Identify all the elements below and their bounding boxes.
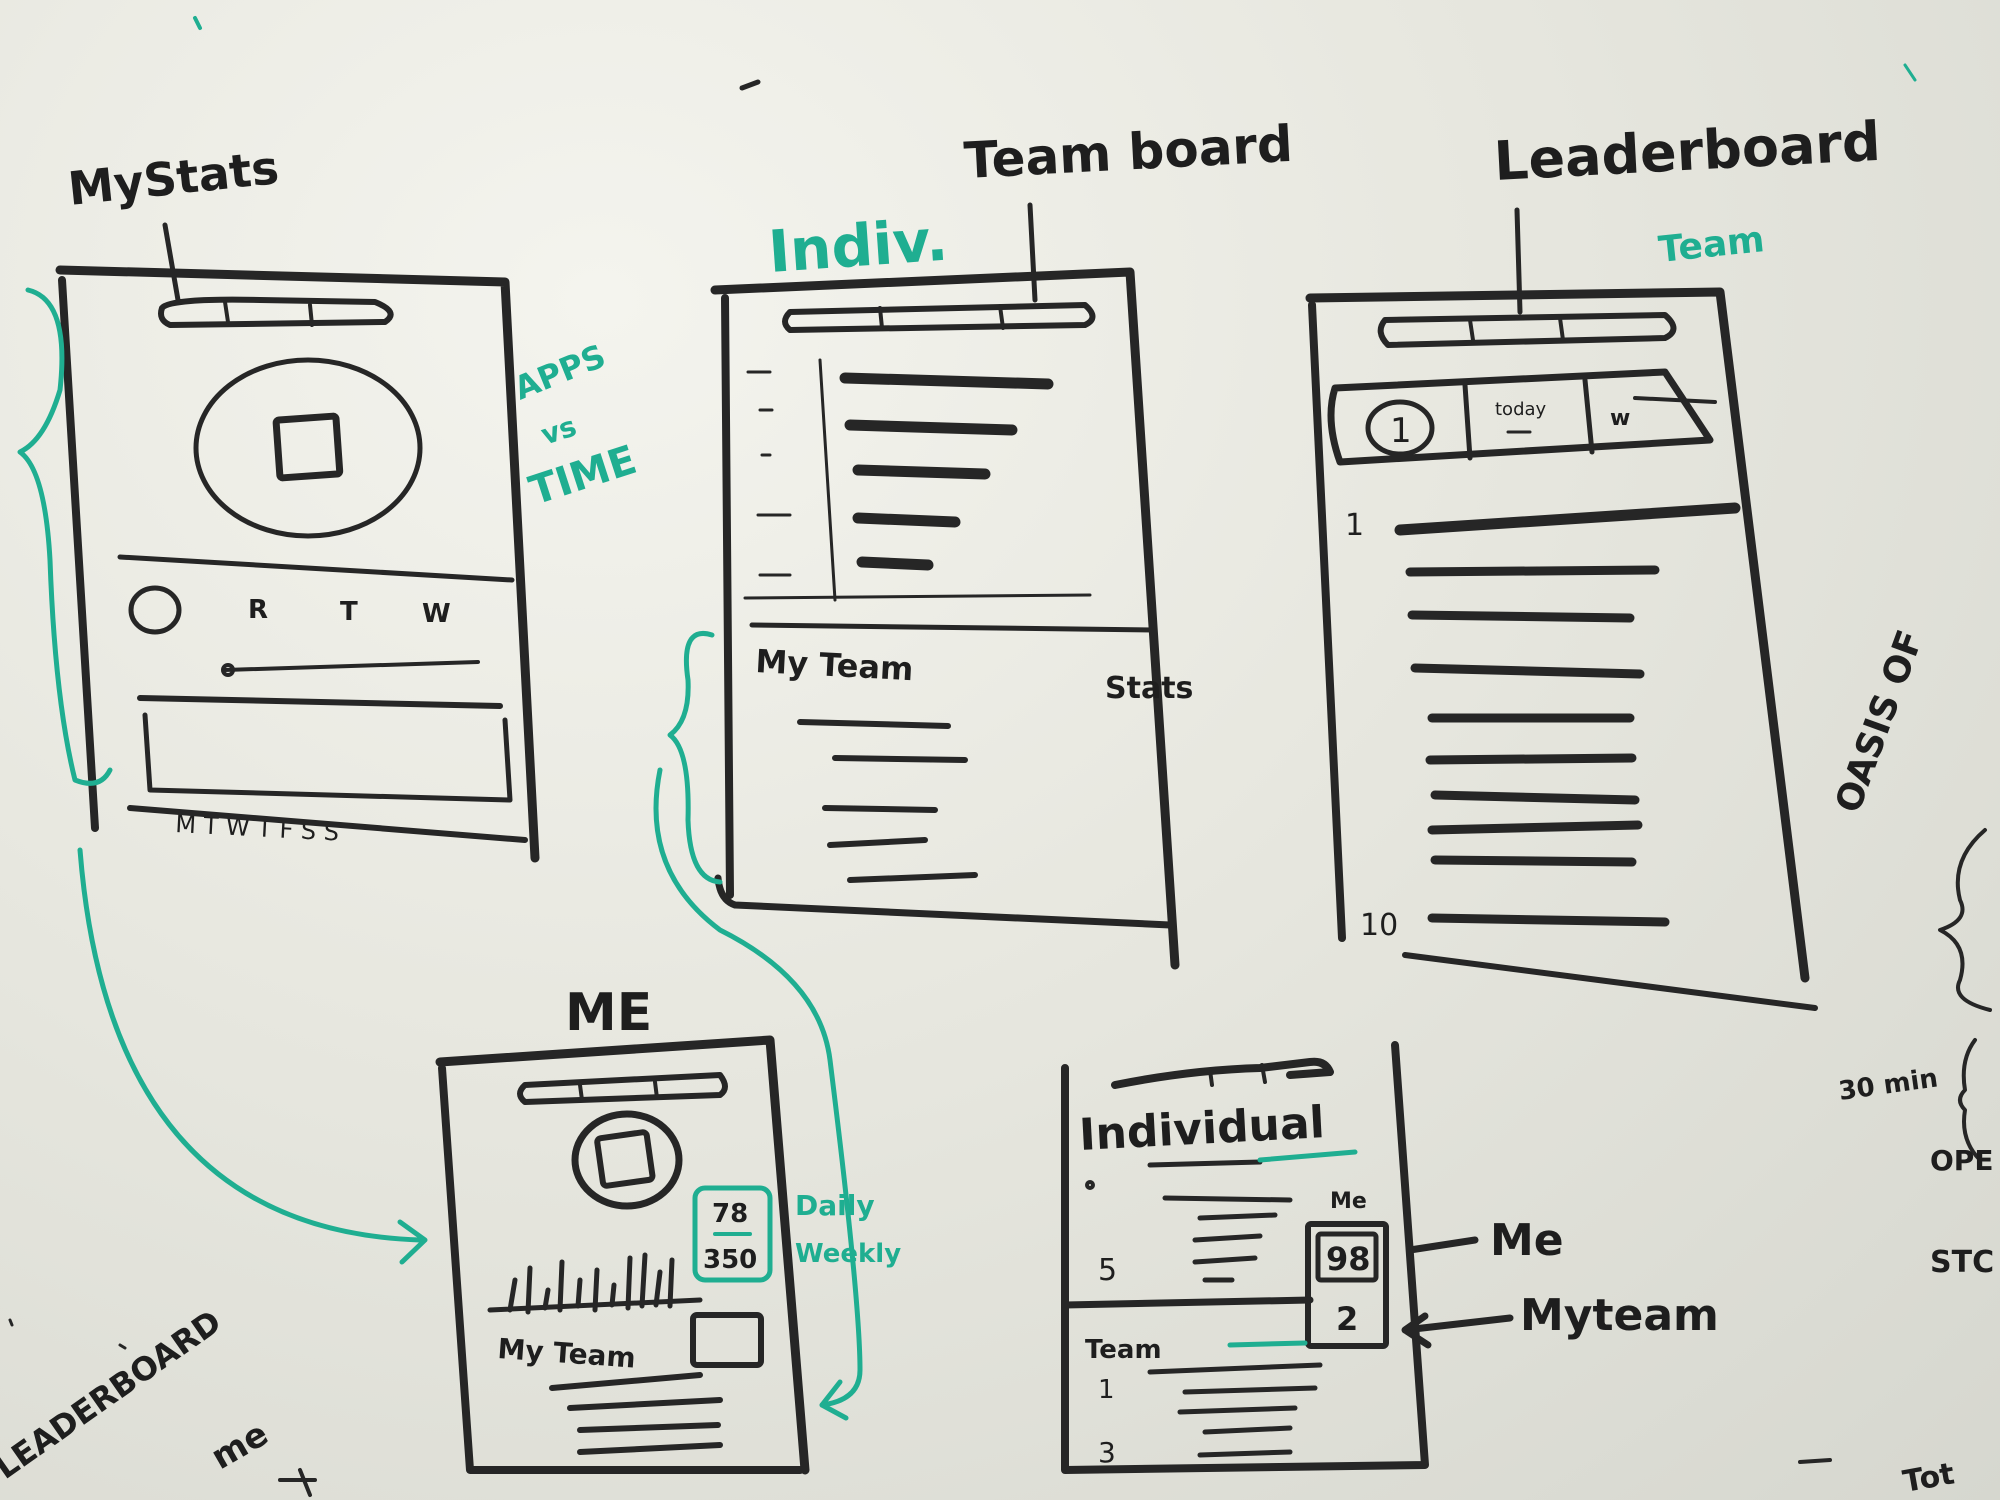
weekly-value: 350 [703,1245,757,1275]
team-board-stats: Stats [1105,671,1193,706]
team-board-my-team: My Team [755,642,915,688]
leaderboard-tabs: 1 today w [1327,368,1717,466]
individual-my-score: 98 [1326,1240,1371,1278]
label-me-arrow: Me [1490,1215,1564,1266]
label-indiv: Indiv. [766,206,950,286]
individual-team: Team [1085,1335,1162,1365]
individual-me-header: Me [1330,1189,1367,1214]
label-team-board: Team board [963,115,1295,190]
note-ope: OPE [1930,1144,1993,1177]
day-t: T [340,597,358,627]
sketch-individual: Individual Me 5 98 2 Team 1 3 Me Myteam [1061,1041,1719,1474]
sketch-me: ME 78 350 Daily Weekly My Team [77,847,901,1475]
individual-rank-five: 5 [1098,1253,1117,1288]
rank-last: 10 [1360,908,1398,943]
label-my-team-arrow: Myteam [1520,1290,1719,1341]
label-daily: Daily [795,1189,875,1222]
time-label: TIME [524,437,642,515]
note-30min: 30 min [1837,1063,1940,1107]
me-my-team: My Team [497,1332,637,1375]
individual-rank-three: 3 [1098,1436,1116,1469]
label-my-stats: MyStats [66,140,282,216]
label-leaderboard: Leaderboard [1492,110,1882,193]
me-activity-spikes [487,1252,703,1315]
individual-title: Individual [1078,1097,1326,1161]
rank-first: 1 [1345,508,1364,543]
day-w: W [422,599,451,629]
sketch-leaderboard: Leaderboard Team 1 today w 1 [1305,110,1882,1011]
sketch-team-board: Team board Indiv. My Team Stats [653,115,1295,1421]
apps-label: APPS [509,337,611,408]
leaderboard-rows [1394,502,1741,927]
label-weekly: Weekly [795,1239,901,1269]
label-team: Team [1657,219,1767,271]
team-bar-chart [839,372,1054,571]
note-tot: Tot [1900,1456,1957,1499]
note-leaderboard-left: LEADERBOARD [0,1302,228,1486]
note-me-left: me [205,1414,276,1478]
note-oasis: OASIS OF [1828,625,1932,818]
individual-rank-one: 1 [1098,1375,1115,1405]
daily-value: 78 [712,1199,748,1229]
edge-notes: OASIS OF 30 min OPE STC Tot LEADERBOARD … [0,625,1994,1500]
note-stc: STC [1930,1245,1994,1280]
tab-rank: 1 [1390,411,1412,451]
label-me: ME [565,983,652,1043]
tab-w: w [1610,406,1630,431]
sketch-my-stats: MyStats R T W M T W T F S S APPS vs TIME [17,140,642,863]
tab-today: today [1495,399,1547,420]
vs-label: vs [537,409,580,451]
day-r: R [248,595,268,625]
individual-team-rank: 2 [1336,1300,1358,1338]
